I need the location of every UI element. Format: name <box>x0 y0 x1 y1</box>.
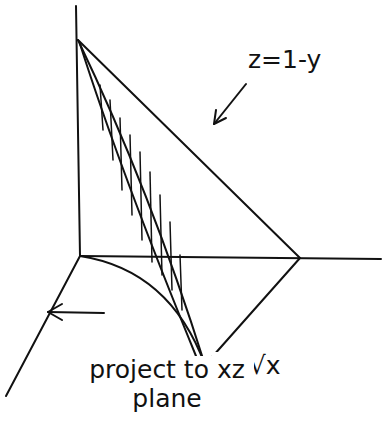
arrow-head <box>48 304 62 320</box>
note-label: project to xz plane <box>80 356 254 414</box>
equation-label: z=1-y <box>246 46 323 75</box>
surface-edge <box>78 40 205 365</box>
surface-edge <box>80 44 196 356</box>
leader-arrow <box>214 84 246 124</box>
y-axis <box>80 256 381 259</box>
x-axis <box>6 256 80 396</box>
base-curve <box>80 256 205 365</box>
plane-trace <box>205 258 300 365</box>
arrow-head <box>214 110 226 124</box>
projection-arrow <box>48 312 104 313</box>
hatching <box>100 85 182 310</box>
